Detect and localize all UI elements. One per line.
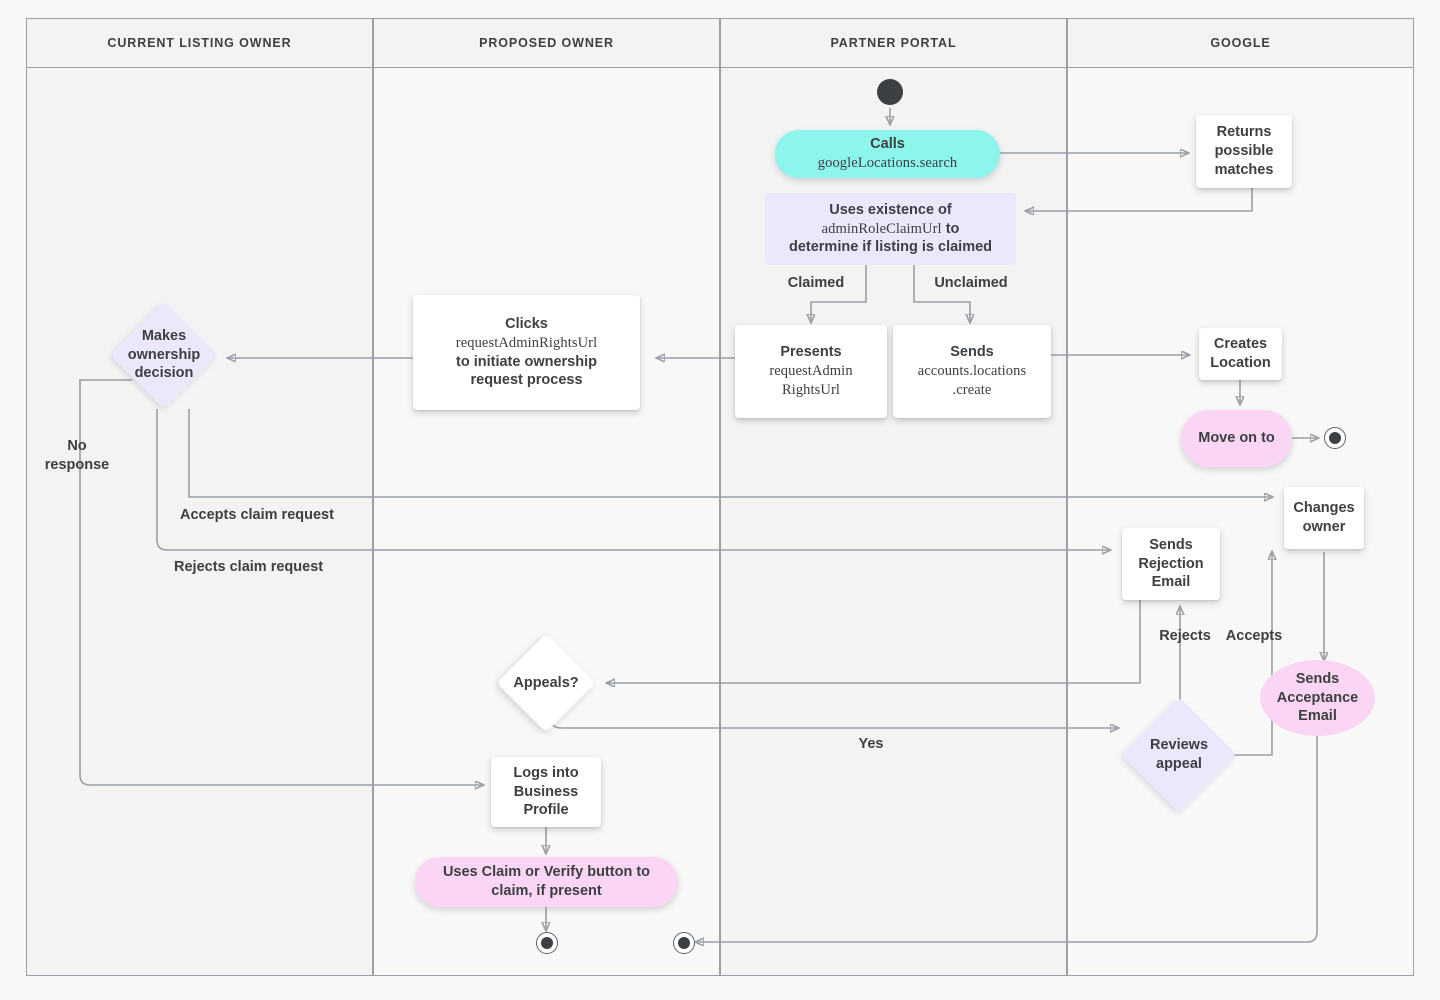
node-label: Changes owner (1293, 500, 1355, 535)
lane-header-google: GOOGLE (1067, 18, 1414, 68)
node-uses-claim-or-verify-button[interactable]: Uses Claim or Verify button to claim, if… (415, 857, 678, 907)
node-line-3: determine if listing is claimed (788, 239, 993, 256)
node-line-3: RightsUrl (781, 381, 841, 398)
node-line-2-code: adminRoleClaimUrl (821, 220, 942, 237)
node-makes-ownership-decision[interactable]: Makes ownership decision (110, 301, 218, 409)
edge-label-no-response: No response (44, 438, 110, 473)
node-label: Move on to (1198, 430, 1275, 447)
node-label: Reviews appeal (1149, 737, 1209, 772)
node-label: Sends Acceptance Email (1276, 670, 1359, 725)
node-uses-existence-of-admin-role-claim-url[interactable]: Uses existence of adminRoleClaimUrl to d… (765, 193, 1016, 265)
node-sends-acceptance-email[interactable]: Sends Acceptance Email (1260, 660, 1375, 736)
node-sends-rejection-email[interactable]: Sends Rejection Email (1122, 528, 1220, 600)
node-line-2: accounts.locations (917, 363, 1027, 380)
edge-label-unclaimed: Unclaimed (934, 275, 1008, 291)
end-node-google (1324, 427, 1346, 449)
end-node-partner-portal (673, 932, 695, 954)
edge-label-rejects: Rejects (1159, 628, 1211, 644)
node-changes-owner[interactable]: Changes owner (1284, 487, 1364, 549)
node-label: Creates Location (1210, 336, 1271, 371)
node-line-1: Calls (870, 136, 905, 153)
node-clicks-request-admin-rights-url[interactable]: Clicks requestAdminRightsUrl to initiate… (413, 295, 640, 410)
node-calls-google-locations-search[interactable]: Calls googleLocations.search (775, 130, 1000, 178)
node-line-2: requestAdmin (769, 363, 853, 380)
lane-header-label: GOOGLE (1210, 36, 1271, 50)
node-move-on-to[interactable]: Move on to (1181, 410, 1292, 467)
node-line-1: Presents (780, 344, 842, 361)
lane-body-proposed-owner (373, 68, 720, 976)
lane-header-partner-portal: PARTNER PORTAL (720, 18, 1067, 68)
node-line-1: Sends (950, 344, 994, 361)
node-returns-possible-matches[interactable]: Returns possible matches (1196, 115, 1292, 188)
node-line-3: .create (952, 381, 992, 398)
edge-label-accepts: Accepts (1225, 628, 1283, 644)
node-label: Appeals? (513, 674, 579, 691)
node-line-2-wrap: adminRoleClaimUrl to (822, 220, 960, 239)
lane-header-current-listing-owner: CURRENT LISTING OWNER (26, 18, 373, 68)
lane-header-label: PARTNER PORTAL (830, 36, 957, 50)
node-sends-accounts-locations-create[interactable]: Sends accounts.locations .create (893, 325, 1051, 418)
node-creates-location[interactable]: Creates Location (1199, 328, 1282, 380)
node-line-2: requestAdminRightsUrl (455, 334, 598, 351)
edge-label-claimed: Claimed (787, 275, 845, 291)
node-label: Makes ownership decision (127, 328, 201, 382)
lane-header-label: PROPOSED OWNER (479, 36, 614, 50)
node-label: Sends Rejection Email (1138, 536, 1204, 591)
lane-header-label: CURRENT LISTING OWNER (107, 36, 292, 50)
node-label: Returns possible matches (1214, 124, 1274, 178)
node-label: Logs into Business Profile (513, 764, 579, 819)
node-presents-request-admin-rights-url[interactable]: Presents requestAdmin RightsUrl (735, 325, 887, 418)
edge-label-rejects-claim-request: Rejects claim request (174, 559, 324, 575)
lane-header-proposed-owner: PROPOSED OWNER (373, 18, 720, 68)
node-line-4: request process (470, 372, 583, 389)
node-line-1: Uses existence of (829, 201, 952, 218)
edge-label-accepts-claim-request: Accepts claim request (180, 507, 334, 523)
start-node (877, 79, 903, 105)
end-node-proposed-owner (536, 932, 558, 954)
node-line-1: Clicks (505, 315, 548, 332)
node-reviews-appeal[interactable]: Reviews appeal (1121, 697, 1237, 813)
node-line-2-suffix: to (941, 220, 960, 237)
node-line-2: googleLocations.search (817, 155, 958, 171)
node-line-3: to initiate ownership (456, 353, 597, 370)
node-appeals-decision[interactable]: Appeals? (496, 633, 596, 733)
node-line-2: claim, if present (491, 883, 602, 899)
edge-label-yes: Yes (858, 736, 884, 752)
node-logs-into-business-profile[interactable]: Logs into Business Profile (491, 757, 601, 827)
node-line-1: Uses Claim or Verify button to (442, 864, 651, 881)
